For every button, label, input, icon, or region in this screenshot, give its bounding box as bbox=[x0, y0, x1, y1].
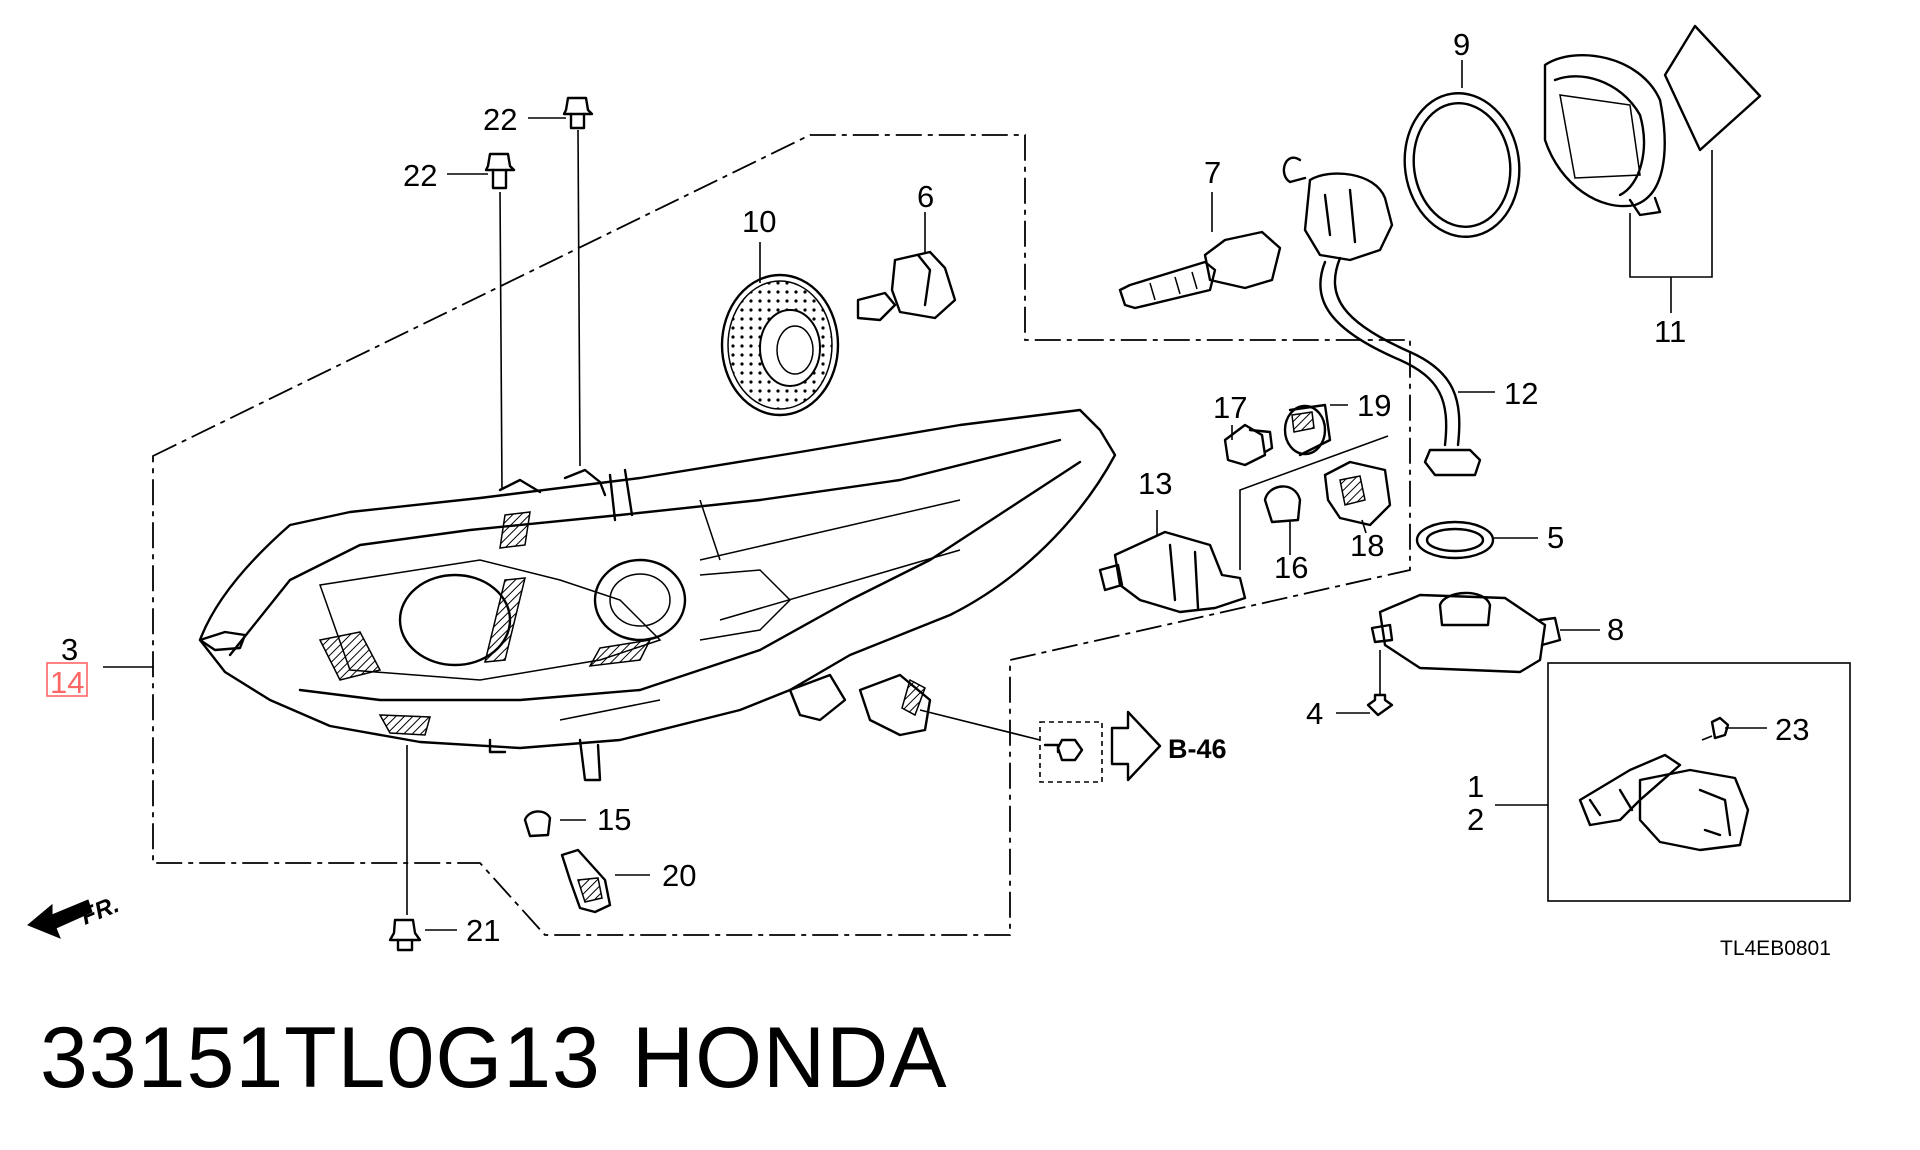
brand-name: HONDA bbox=[632, 1010, 948, 1106]
callout-22-lower[interactable]: 22 bbox=[403, 158, 437, 193]
bolt-22-upper[interactable] bbox=[528, 96, 594, 467]
part-21-bolt[interactable] bbox=[388, 745, 457, 952]
callout-20[interactable]: 20 bbox=[662, 858, 696, 893]
callout-3[interactable]: 3 bbox=[61, 632, 78, 667]
bracket-box[interactable] bbox=[1495, 662, 1851, 902]
part-19-socket[interactable] bbox=[1283, 403, 1348, 457]
callout-9[interactable]: 9 bbox=[1453, 27, 1470, 62]
part-7-hid-bulb[interactable] bbox=[1118, 192, 1282, 310]
front-direction-arrow: FR. bbox=[27, 891, 123, 939]
part-11-cap[interactable] bbox=[1543, 24, 1762, 313]
callout-4[interactable]: 4 bbox=[1306, 696, 1323, 731]
part-9-ring[interactable] bbox=[1396, 60, 1529, 244]
part-13-leveling-motor[interactable] bbox=[1098, 510, 1247, 614]
part-number: 33151TL0G13 bbox=[40, 1010, 601, 1106]
part-20-socket[interactable] bbox=[560, 848, 650, 914]
callout-10[interactable]: 10 bbox=[742, 204, 776, 239]
callout-17[interactable]: 17 bbox=[1213, 390, 1247, 425]
headlight-assembly[interactable] bbox=[198, 408, 1117, 782]
part-4-screw[interactable] bbox=[1336, 650, 1394, 717]
callout-14-highlight bbox=[46, 662, 88, 697]
callout-11[interactable]: 11 bbox=[1654, 314, 1686, 349]
reference-b-46[interactable] bbox=[1039, 710, 1162, 783]
part-17-bulb[interactable] bbox=[1223, 423, 1274, 467]
callout-5[interactable]: 5 bbox=[1547, 520, 1564, 555]
bolt-22-lower[interactable] bbox=[447, 152, 516, 491]
callout-16[interactable]: 16 bbox=[1274, 550, 1308, 585]
callout-13[interactable]: 13 bbox=[1138, 466, 1172, 501]
callout-22-upper[interactable]: 22 bbox=[483, 102, 517, 137]
callout-21[interactable]: 21 bbox=[466, 913, 500, 948]
part-10-seal[interactable] bbox=[720, 242, 840, 417]
bulb-group-divider bbox=[1239, 435, 1389, 570]
callout-6[interactable]: 6 bbox=[917, 179, 934, 214]
assembly-boundary bbox=[152, 134, 1411, 936]
reference-label[interactable]: B-46 bbox=[1168, 734, 1227, 764]
callout-1[interactable]: 1 bbox=[1467, 769, 1484, 804]
callout-12[interactable]: 12 bbox=[1504, 376, 1538, 411]
part-6-bulb[interactable] bbox=[856, 212, 957, 322]
callout-8[interactable]: 8 bbox=[1607, 612, 1624, 647]
callout-23[interactable]: 23 bbox=[1775, 712, 1809, 747]
callout-19[interactable]: 19 bbox=[1357, 388, 1391, 423]
callout-7[interactable]: 7 bbox=[1204, 155, 1221, 190]
diagram-code: TL4EB0801 bbox=[1720, 937, 1831, 960]
part-5-gasket[interactable] bbox=[1415, 520, 1538, 560]
part-15-bulb[interactable] bbox=[523, 810, 586, 838]
part-8-ballast[interactable] bbox=[1370, 591, 1600, 674]
callout-14[interactable]: 14 bbox=[50, 665, 84, 700]
fr-label: FR. bbox=[77, 891, 123, 931]
part-12-socket-cable[interactable] bbox=[1282, 156, 1495, 477]
part-18-socket[interactable] bbox=[1323, 460, 1392, 534]
callout-2[interactable]: 2 bbox=[1467, 802, 1484, 837]
callouts: 1 2 3 14 4 5 6 7 8 9 10 11 12 13 15 16 1… bbox=[46, 27, 1809, 948]
callout-15[interactable]: 15 bbox=[597, 802, 631, 837]
callout-18[interactable]: 18 bbox=[1350, 528, 1384, 563]
part-16-bulb[interactable] bbox=[1263, 485, 1302, 555]
